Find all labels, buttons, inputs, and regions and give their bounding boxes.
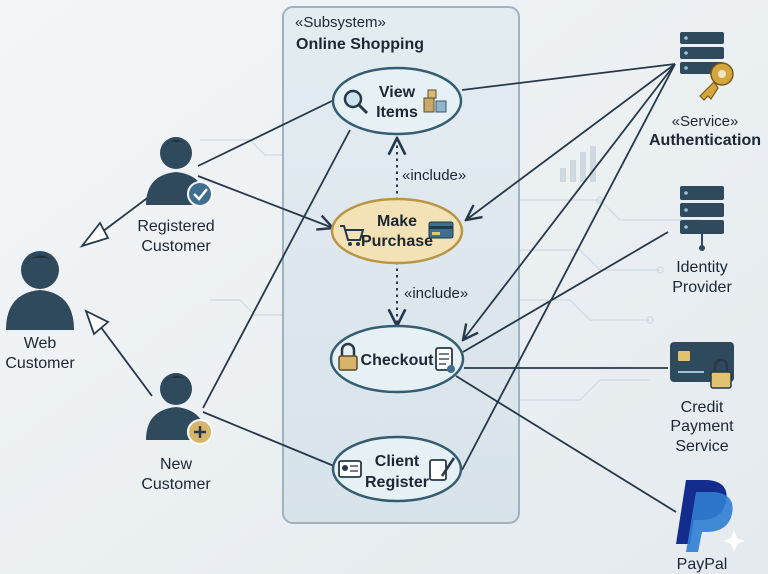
use-case-label-line: View [379, 84, 416, 101]
paypal-logo-icon [676, 480, 745, 552]
use-case-label-line: Register [365, 474, 429, 491]
shopping-cart-icon [340, 225, 365, 246]
generalization-registered [101, 195, 151, 233]
service-label-line: Credit [681, 399, 724, 416]
service-label-line: PayPal [677, 556, 728, 573]
generalization-arrowhead-1 [79, 221, 110, 248]
use-case-label-line: Checkout [361, 352, 435, 369]
assoc-new-register [202, 411, 335, 467]
include-label-1: «include» [402, 167, 466, 184]
subsystem-stereotype: «Subsystem» [295, 14, 386, 31]
receipt-icon [435, 347, 455, 373]
assoc-auth-checkout [463, 63, 676, 340]
credit-card-icon [428, 221, 454, 239]
use-case-checkout[interactable]: Checkout [329, 324, 465, 394]
checkmark-badge-icon [187, 181, 213, 207]
generalization-arrowhead-2 [84, 309, 110, 336]
server-rack-icon [680, 186, 724, 251]
include-label-2: «include» [404, 285, 468, 302]
use-case-label-line: Items [376, 104, 418, 121]
id-card-icon [338, 460, 362, 478]
actor-new-customer[interactable]: New Customer [141, 373, 213, 493]
person-icon [6, 251, 74, 330]
service-label-line: «Service» [672, 113, 739, 130]
actor-label-line: Customer [141, 476, 211, 493]
assoc-view-auth [461, 63, 676, 91]
assoc-identity-checkout [462, 231, 669, 353]
padlock-icon [338, 342, 358, 371]
use-case-view-items[interactable]: View Items [331, 66, 463, 136]
background-bars-decoration [560, 146, 596, 182]
use-case-make-purchase[interactable]: Make Purchase [330, 197, 464, 265]
actor-label-line: Registered [137, 218, 214, 235]
assoc-auth-purchase [466, 63, 676, 220]
service-identity-provider[interactable]: Identity Provider [672, 186, 732, 296]
service-label-line: Provider [672, 279, 732, 296]
actor-label-line: Customer [5, 355, 75, 372]
subsystem-name: Online Shopping [296, 36, 424, 53]
service-credit-payment[interactable]: Credit Payment Service [670, 342, 734, 455]
use-case-client-register[interactable]: Client Register [331, 435, 463, 503]
actor-registered-customer[interactable]: Registered Customer [137, 137, 215, 255]
service-label-line: Payment [670, 418, 734, 435]
assoc-new-view [202, 129, 351, 409]
association-lines [197, 63, 677, 513]
server-key-icon [680, 32, 734, 101]
shopping-bag-icon [423, 89, 447, 113]
background-circuit-decoration [200, 139, 700, 401]
assoc-registered-purchase [197, 175, 333, 228]
magnifier-icon [343, 89, 369, 115]
generalization-lines [99, 195, 153, 397]
actor-label-line: Customer [141, 238, 211, 255]
service-label-line: Service [675, 438, 728, 455]
actor-web-customer[interactable]: Web Customer [5, 251, 75, 372]
service-label-line: Authentication [649, 132, 761, 149]
service-authentication[interactable]: «Service» Authentication [649, 32, 761, 149]
assoc-registered-view [197, 99, 335, 167]
credit-card-lock-icon [670, 342, 734, 389]
use-case-label-line: Purchase [361, 233, 433, 250]
subsystem-boundary [282, 6, 520, 524]
service-label-line: Identity [676, 259, 728, 276]
generalization-new [99, 325, 153, 397]
use-case-label-line: Client [375, 453, 420, 470]
actor-label-line: Web [24, 335, 57, 352]
use-case-label-line: Make [377, 213, 417, 230]
assoc-checkout-paypal [455, 375, 677, 513]
edit-form-icon [429, 457, 456, 481]
service-paypal[interactable]: PayPal [676, 480, 745, 573]
actor-label-line: New [160, 456, 192, 473]
plus-badge-icon [187, 419, 213, 445]
